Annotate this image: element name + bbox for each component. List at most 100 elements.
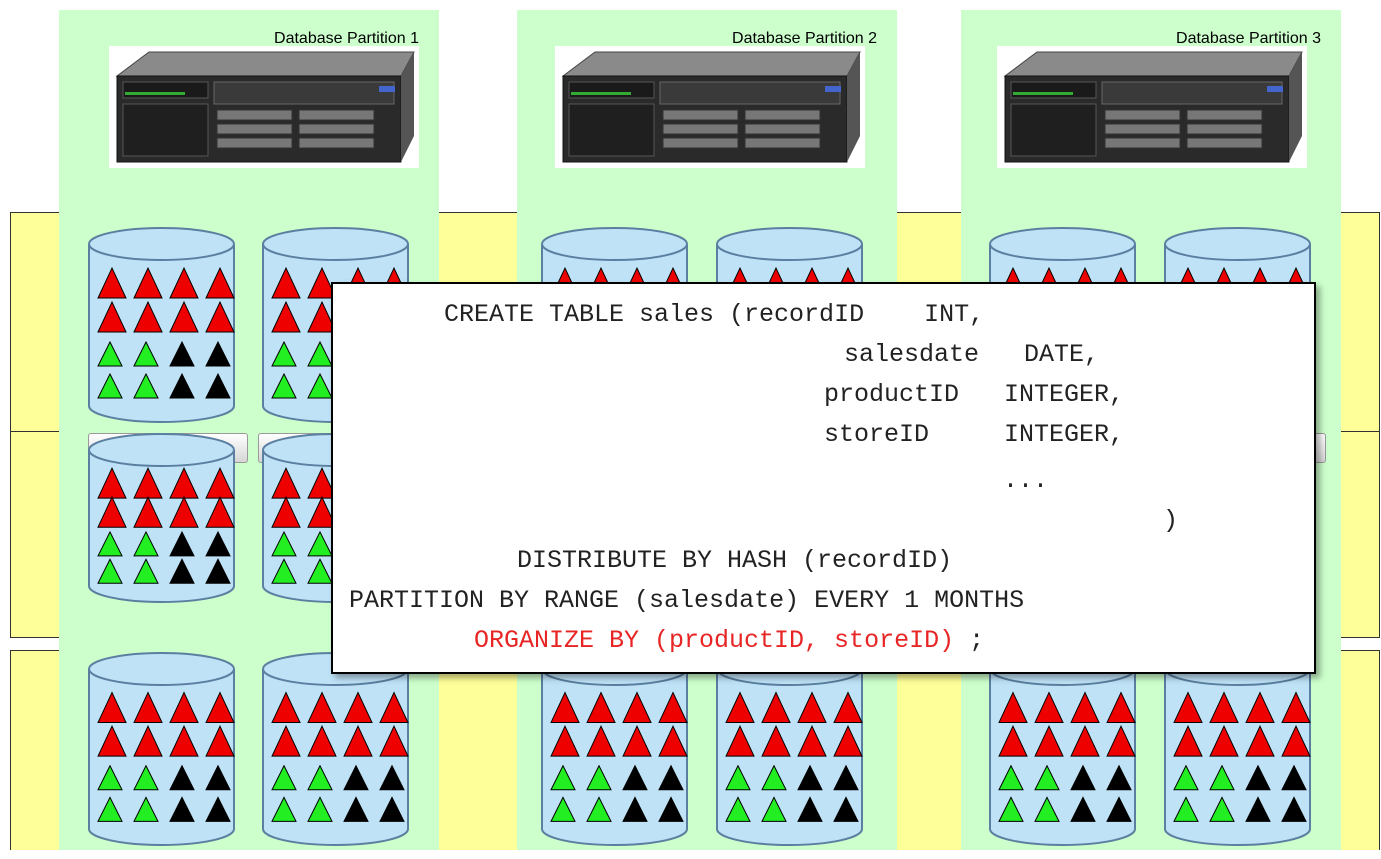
triangle-icon [205, 724, 235, 757]
triangle-icon [1209, 764, 1235, 791]
triangle-icon [998, 764, 1024, 791]
triangle-icon [833, 764, 859, 791]
triangle-icon [622, 691, 652, 724]
triangle-icon [271, 558, 297, 584]
triangle-icon [622, 796, 648, 822]
triangle-icon [761, 796, 787, 822]
sql-line: storeID INTEGER, [824, 420, 1125, 449]
triangle-icon [169, 372, 195, 399]
triangle-icon [622, 764, 648, 791]
triangle-icon [97, 558, 123, 584]
triangle-icon [1070, 764, 1096, 791]
triangle-icon [271, 372, 297, 399]
triangle-icon [307, 724, 337, 757]
triangle-icon [169, 266, 199, 299]
triangle-icon [725, 764, 751, 791]
triangle-icon [307, 530, 333, 557]
triangle-icon [97, 530, 123, 557]
triangle-icon [1209, 724, 1239, 757]
triangle-icon [169, 724, 199, 757]
sql-line: ) [1163, 506, 1179, 535]
triangle-icon [133, 266, 163, 299]
triangle-icon [379, 724, 409, 757]
triangle-icon [169, 340, 195, 367]
triangle-icon [761, 764, 787, 791]
triangle-icon [1106, 724, 1136, 757]
triangle-icon [205, 796, 231, 822]
triangle-icon [1173, 796, 1199, 822]
triangle-icon [1106, 796, 1132, 822]
triangle-icon [271, 300, 301, 333]
triangle-icon [271, 724, 301, 757]
server-rack-icon [555, 46, 865, 168]
triangle-icon [658, 724, 688, 757]
triangle-icon [797, 796, 823, 822]
sql-statement-box: CREATE TABLE sales (recordID INT, salesd… [331, 282, 1316, 674]
triangle-icon [586, 691, 616, 724]
triangle-icon [97, 724, 127, 757]
triangle-icon [1209, 691, 1239, 724]
triangle-icon [169, 496, 199, 528]
triangle-icon [1070, 691, 1100, 724]
sql-line: ... [1003, 466, 1049, 495]
triangle-icon [550, 764, 576, 791]
partition-label: Database Partition 2 [732, 30, 877, 47]
triangle-icon [97, 300, 127, 333]
triangle-icon [1281, 764, 1307, 791]
triangle-icon [97, 340, 123, 367]
triangle-icon [205, 691, 235, 724]
triangle-icon [271, 691, 301, 724]
triangle-icon [133, 340, 159, 367]
triangle-icon [205, 300, 235, 333]
triangle-icon [205, 496, 235, 528]
triangle-icon [307, 372, 333, 399]
partition-label: Database Partition 3 [1176, 30, 1321, 47]
triangle-icon [271, 796, 297, 822]
triangle-icon [205, 530, 231, 557]
storage-cylinder-icon [88, 652, 235, 846]
server-rack-icon [997, 46, 1307, 168]
triangle-icon [205, 764, 231, 791]
triangle-icon [1034, 796, 1060, 822]
triangle-icon [133, 300, 163, 333]
triangle-icon [379, 764, 405, 791]
triangle-icon [343, 691, 373, 724]
sql-line: ORGANIZE BY (productID, storeID) ; [474, 626, 984, 655]
triangle-icon [1070, 796, 1096, 822]
triangle-icon [622, 724, 652, 757]
triangle-icon [833, 796, 859, 822]
triangle-icon [343, 724, 373, 757]
triangle-icon [1245, 796, 1271, 822]
triangle-icon [307, 340, 333, 367]
triangle-icon [133, 796, 159, 822]
triangle-icon [169, 300, 199, 333]
triangle-icon [307, 796, 333, 822]
triangle-icon [133, 530, 159, 557]
triangle-icon [169, 691, 199, 724]
triangle-icon [307, 496, 337, 528]
triangle-icon [205, 558, 231, 584]
triangle-icon [1281, 724, 1311, 757]
triangle-icon [725, 691, 755, 724]
triangle-icon [205, 266, 235, 299]
triangle-icon [1209, 796, 1235, 822]
triangle-icon [1070, 724, 1100, 757]
triangle-icon [133, 558, 159, 584]
triangle-icon [169, 796, 195, 822]
triangle-icon [133, 764, 159, 791]
triangle-icon [97, 372, 123, 399]
triangle-icon [307, 691, 337, 724]
triangle-icon [797, 691, 827, 724]
triangle-icon [133, 372, 159, 399]
triangle-icon [271, 764, 297, 791]
triangle-icon [97, 691, 127, 724]
triangle-icon [133, 724, 163, 757]
triangle-icon [658, 691, 688, 724]
triangle-icon [1106, 764, 1132, 791]
triangle-icon [761, 691, 791, 724]
partition-label: Database Partition 1 [274, 30, 419, 47]
sql-line: CREATE TABLE sales (recordID INT, [444, 300, 985, 329]
triangle-icon [797, 764, 823, 791]
triangle-icon [271, 340, 297, 367]
storage-cylinder-icon [1164, 652, 1311, 846]
